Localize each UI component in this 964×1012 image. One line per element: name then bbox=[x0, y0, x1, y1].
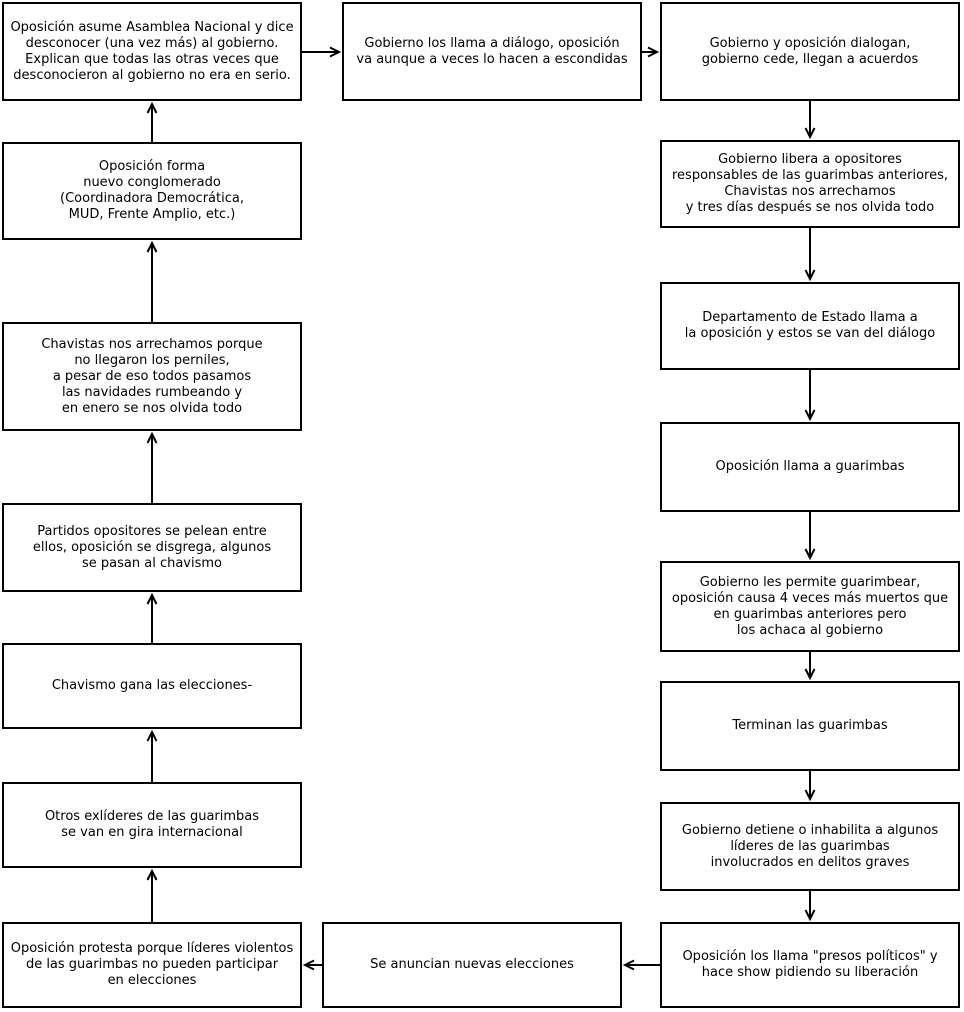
node-gobierno-llama-dialogo: Gobierno los llama a diálogo, oposición … bbox=[342, 2, 642, 101]
node-partidos-opositores-pelean: Partidos opositores se pelean entre ello… bbox=[2, 503, 302, 592]
node-label: Chavistas nos arrechamos porque no llega… bbox=[41, 336, 263, 416]
node-label: Gobierno los llama a diálogo, oposición … bbox=[356, 35, 628, 67]
node-oposicion-protesta: Oposición protesta porque líderes violen… bbox=[2, 922, 302, 1008]
node-label: Departamento de Estado llama a la oposic… bbox=[684, 310, 936, 341]
node-oposicion-forma-conglomerado: Oposición forma nuevo conglomerado (Coor… bbox=[2, 142, 302, 240]
node-label: Oposición los llama "presos políticos" y… bbox=[682, 949, 938, 980]
node-departamento-estado-llama: Departamento de Estado llama a la oposic… bbox=[660, 282, 960, 370]
node-label: Oposición forma nuevo conglomerado (Coor… bbox=[60, 159, 244, 222]
node-label: Partidos opositores se pelean entre ello… bbox=[32, 523, 272, 571]
node-label: Terminan las guarimbas bbox=[732, 718, 888, 733]
node-gobierno-oposicion-dialogan: Gobierno y oposición dialogan, gobierno … bbox=[660, 2, 960, 101]
node-oposicion-asume-asamblea: Oposición asume Asamblea Nacional y dice… bbox=[2, 2, 302, 101]
node-gobierno-libera-opositores: Gobierno libera a opositores responsable… bbox=[660, 140, 960, 228]
node-label: Oposición asume Asamblea Nacional y dice… bbox=[10, 19, 294, 83]
node-label: Gobierno detiene o inhabilita a algunos … bbox=[681, 822, 939, 870]
node-label: Se anuncian nuevas elecciones bbox=[370, 957, 574, 972]
node-oposicion-llama-guarimbas: Oposición llama a guarimbas bbox=[660, 422, 960, 512]
node-label: Otros exlíderes de las guarimbas se van … bbox=[44, 809, 260, 840]
node-label: Gobierno les permite guarimbear, oposici… bbox=[671, 574, 949, 638]
node-presos-politicos: Oposición los llama "presos políticos" y… bbox=[660, 922, 960, 1008]
node-chavismo-gana-elecciones: Chavismo gana las elecciones- bbox=[2, 643, 302, 729]
node-label: Oposición protesta porque líderes violen… bbox=[10, 941, 294, 988]
node-label: Gobierno y oposición dialogan, gobierno … bbox=[701, 35, 919, 67]
node-label: Gobierno libera a opositores responsable… bbox=[671, 152, 949, 215]
node-gobierno-detiene-lideres: Gobierno detiene o inhabilita a algunos … bbox=[660, 802, 960, 891]
node-chavistas-arrechamos-perniles: Chavistas nos arrechamos porque no llega… bbox=[2, 322, 302, 431]
node-nuevas-elecciones: Se anuncian nuevas elecciones bbox=[322, 922, 622, 1008]
node-terminan-guarimbas: Terminan las guarimbas bbox=[660, 681, 960, 771]
node-gobierno-permite-guarimbear: Gobierno les permite guarimbear, oposici… bbox=[660, 561, 960, 652]
node-exlideres-gira: Otros exlíderes de las guarimbas se van … bbox=[2, 782, 302, 868]
node-label: Chavismo gana las elecciones- bbox=[51, 678, 253, 693]
node-label: Oposición llama a guarimbas bbox=[715, 459, 905, 474]
